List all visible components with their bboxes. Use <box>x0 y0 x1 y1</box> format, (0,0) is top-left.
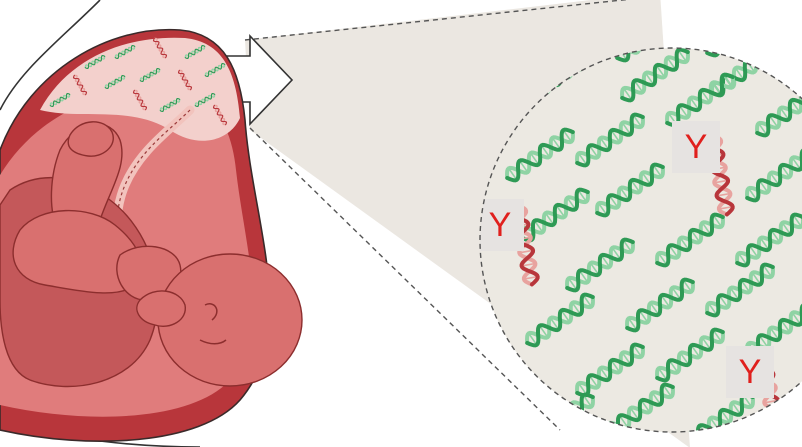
placenta-fetal-dna <box>72 74 88 96</box>
placenta-fetal-dna <box>177 69 193 91</box>
maternal-dna-helix <box>705 262 775 318</box>
maternal-dna-helix <box>655 327 725 383</box>
maternal-dna-helix <box>525 292 595 348</box>
fetus-ear <box>204 303 218 321</box>
maternal-dna-helix <box>505 127 575 183</box>
placenta-maternal-dna <box>139 67 161 83</box>
maternal-body-outline <box>0 0 101 111</box>
placenta-maternal-dna <box>49 92 71 108</box>
y-chromosome-label: Y <box>489 206 512 244</box>
fetus <box>0 121 303 388</box>
maternal-dna-helix <box>595 162 665 218</box>
placenta-dna-fragments <box>49 37 228 126</box>
cone-edge-top <box>244 0 629 41</box>
placenta-maternal-dna <box>204 62 226 78</box>
maternal-dna-helix <box>565 237 635 293</box>
fetus-hand <box>136 290 186 327</box>
maternal-dna-helix <box>665 72 735 128</box>
placenta-maternal-dna <box>84 54 106 70</box>
placenta-maternal-dna <box>184 44 206 60</box>
placenta-fetal-dna <box>152 37 168 59</box>
y-chromosome-label: Y <box>685 128 708 166</box>
umbilical-cord-outline <box>109 109 191 261</box>
placenta-maternal-dna <box>194 92 216 108</box>
placenta-maternal-dna <box>159 97 181 113</box>
maternal-dna-helix <box>705 48 775 58</box>
y-chromosome-label-box <box>480 199 524 251</box>
maternal-dna-helix <box>625 277 695 333</box>
maternal-dna-helix <box>735 212 802 268</box>
maternal-dna-helix <box>520 187 590 243</box>
placenta-fetal-dna <box>212 104 228 126</box>
y-chromosome-label-box <box>672 121 720 173</box>
placenta-fetal-dna <box>132 89 148 111</box>
placenta-maternal-dna <box>104 74 126 90</box>
magnified-circle-outline <box>479 47 802 433</box>
y-chromosome-label-box <box>726 346 774 398</box>
cone-edge-bottom <box>249 127 561 431</box>
placenta-maternal-dna <box>114 44 136 60</box>
maternal-dna-helix <box>525 392 595 432</box>
maternal-dna-helix <box>755 82 802 138</box>
maternal-dna-helix <box>575 342 645 398</box>
fetus-foot <box>67 121 114 157</box>
y-chromosome-label: Y <box>739 353 762 391</box>
fetus-eye <box>199 339 227 345</box>
maternal-dna-helix <box>620 48 690 103</box>
maternal-dna-helix <box>575 112 645 168</box>
maternal-dna-helix <box>655 212 725 268</box>
